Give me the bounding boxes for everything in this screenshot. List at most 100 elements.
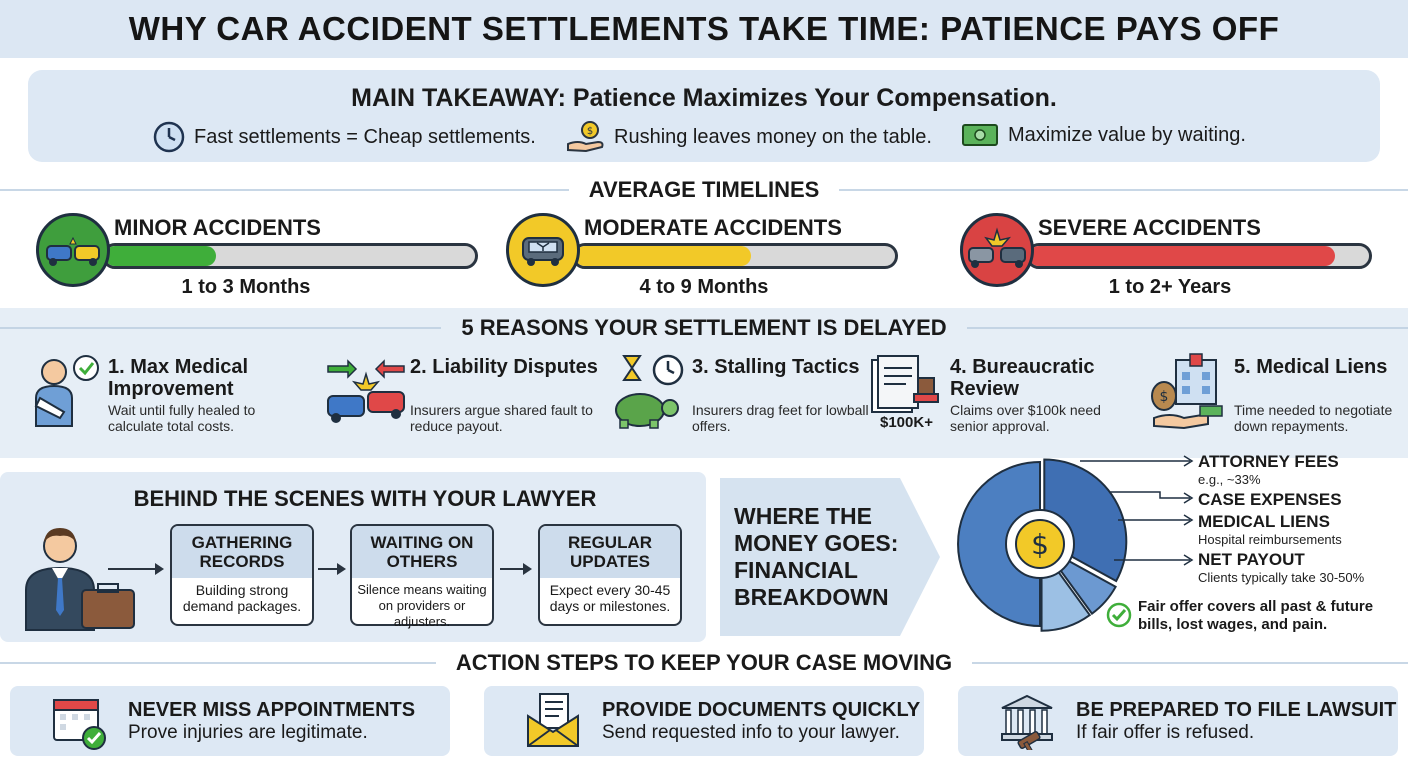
flow-arrow [500, 563, 532, 575]
takeaway-text: Fast settlements = Cheap settlements. [194, 125, 536, 148]
timeline-duration: 4 to 9 Months [639, 276, 769, 298]
dollar-coin-icon [1015, 519, 1065, 569]
timeline-progress-fill [575, 246, 751, 266]
pie-label-case-expenses: CASE EXPENSES [1198, 490, 1342, 509]
severe-crash-icon [960, 213, 1034, 287]
minor-crash-icon [36, 213, 110, 287]
cash-bill-icon [962, 124, 998, 146]
pie-leader-lines [1080, 455, 1194, 566]
step-title-line: REGULAR [567, 533, 653, 552]
action-desc: Prove injuries are legitimate. [128, 722, 368, 743]
step-title-line: WAITING ON [370, 533, 474, 552]
action-title: NEVER MISS APPOINTMENTS [128, 699, 416, 721]
reason-bureaucratic: $100K+ 4. Bureaucratic Review Claims ove… [866, 352, 1136, 442]
actions-heading-row: ACTION STEPS TO KEEP YOUR CASE MOVING [0, 650, 1408, 675]
step-desc: Expect every 30-45 days or milestones. [549, 582, 671, 614]
action-never-miss-appointments: NEVER MISS APPOINTMENTS Prove injuries a… [10, 686, 450, 756]
fair-offer-note: Fair offer covers all past & future bill… [1138, 598, 1374, 633]
step-title-line: OTHERS [386, 552, 458, 571]
reason-title: 1. Max Medical Improvement [108, 356, 249, 400]
action-provide-documents: PROVIDE DOCUMENTS QUICKLY Send requested… [484, 686, 924, 756]
reason-desc: Wait until fully healed to calculate tot… [108, 402, 256, 434]
check-circle-icon [1106, 602, 1132, 628]
behind-scenes-panel: BEHIND THE SCENES WITH YOUR LAWYER GATHE… [0, 472, 706, 642]
reason-liability: 2. Liability Disputes Insurers argue sha… [326, 352, 598, 442]
pie-sub-net-payout: Clients typically take 30-50% [1198, 570, 1365, 585]
flow-arrow [108, 563, 164, 575]
svg-text:$: $ [587, 126, 593, 137]
reason-title: 5. Medical Liens [1234, 356, 1388, 378]
reason-desc: Claims over $100k need senior approval. [950, 402, 1101, 434]
timeline-moderate: MODERATE ACCIDENTS 4 to 9 Months [506, 205, 956, 305]
reasons-panel [0, 308, 1408, 458]
action-file-lawsuit: BE PREPARED TO FILE LAWSUIT If fair offe… [958, 686, 1398, 756]
reason-title: 4. Bureaucratic Review [950, 356, 1095, 400]
timeline-severe: SEVERE ACCIDENTS 1 to 2+ Years [960, 205, 1408, 305]
step-title-line: UPDATES [570, 552, 650, 571]
action-title: BE PREPARED TO FILE LAWSUIT [1076, 699, 1397, 721]
pie-label-net-payout: NET PAYOUT [1198, 550, 1305, 569]
injured-person-icon [34, 355, 99, 427]
envelope-document-icon [527, 693, 579, 747]
action-title: PROVIDE DOCUMENTS QUICKLY [602, 699, 921, 721]
step-title-line: RECORDS [199, 552, 285, 571]
money-heading: WHERE THE MONEY GOES: FINANCIAL BREAKDOW… [734, 503, 899, 610]
reason-desc: Time needed to negotiate down repayments… [1234, 402, 1393, 434]
pie-label-medical-liens: MEDICAL LIENS [1198, 512, 1330, 531]
money-title-panel [720, 478, 900, 636]
documents-stamp-icon [871, 355, 939, 413]
action-desc: Send requested info to your lawyer. [602, 722, 900, 743]
timeline-progress-fill [1029, 246, 1335, 266]
title-bar: WHY CAR ACCIDENT SETTLEMENTS TAKE TIME: … [0, 0, 1408, 58]
step-desc: Building strong demand packages. [182, 582, 302, 614]
actions-heading: ACTION STEPS TO KEEP YOUR CASE MOVING [455, 650, 953, 675]
main-takeaway-panel: MAIN TAKEAWAY: Patience Maximizes Your C… [28, 70, 1380, 162]
pie-label-attorney-fees: ATTORNEY FEES [1198, 452, 1339, 471]
step-desc: Silence means waiting on providers or ad… [357, 582, 487, 629]
takeaway-text: Maximize value by waiting. [1008, 123, 1246, 146]
car-collision-icon [327, 359, 405, 423]
hospital-money-icon: $ [1151, 353, 1223, 430]
pie-sub-attorney-fees: e.g., ~33% [1198, 472, 1261, 487]
clock-icon [153, 121, 185, 153]
lawyer-icon [25, 528, 135, 631]
reasons-heading-row: 5 REASONS YOUR SETTLEMENT IS DELAYED [0, 315, 1408, 340]
timeline-title: SEVERE ACCIDENTS [1038, 215, 1261, 240]
action-desc: If fair offer is refused. [1076, 722, 1255, 743]
page-title: WHY CAR ACCIDENT SETTLEMENTS TAKE TIME: … [128, 10, 1280, 47]
timeline-title: MINOR ACCIDENTS [114, 215, 321, 240]
timeline-duration: 1 to 2+ Years [1108, 276, 1232, 298]
pie-sub-medical-liens: Hospital reimbursements [1198, 532, 1342, 547]
pie-slice [957, 460, 1041, 628]
svg-text:$: $ [1160, 389, 1169, 405]
timeline-track [572, 243, 898, 269]
timeline-track [1026, 243, 1372, 269]
reason-desc: Insurers argue shared fault to reduce pa… [410, 402, 593, 434]
step-title-line: GATHERING [191, 533, 293, 552]
timelines-heading: AVERAGE TIMELINES [588, 177, 820, 202]
reason-desc: Insurers drag feet for lowball offers. [692, 402, 869, 434]
reason-max-medical: 1. Max Medical Improvement Wait until fu… [24, 352, 294, 442]
money-title-arrow [900, 478, 940, 636]
money-breakdown-pie: $ [957, 458, 1128, 632]
courthouse-gavel-icon [1001, 694, 1053, 750]
reason-title: 2. Liability Disputes [410, 356, 598, 378]
reason-stalling: 3. Stalling Tactics Insurers drag feet f… [608, 352, 878, 442]
timeline-track [102, 243, 478, 269]
timeline-progress-fill [105, 246, 216, 266]
behind-heading: BEHIND THE SCENES WITH YOUR LAWYER [133, 486, 597, 511]
turtle-hourglass-icon [615, 354, 684, 429]
timelines-heading-row: AVERAGE TIMELINES [0, 177, 1408, 202]
timeline-title: MODERATE ACCIDENTS [584, 215, 842, 240]
hand-coin-icon: $ [567, 121, 604, 153]
takeaway-text: Rushing leaves money on the table. [614, 125, 932, 148]
takeaway-item-rushing: $ Rushing leaves money on the table. [566, 120, 932, 154]
takeaway-item-maximize: Maximize value by waiting. [960, 120, 1246, 150]
calendar-check-icon [53, 699, 106, 750]
takeaway-heading: MAIN TAKEAWAY: Patience Maximizes Your C… [351, 84, 1057, 112]
timeline-duration: 1 to 3 Months [181, 276, 311, 298]
reason-medical-liens: $ 5. Medical Liens Time needed to negoti… [1150, 352, 1408, 442]
